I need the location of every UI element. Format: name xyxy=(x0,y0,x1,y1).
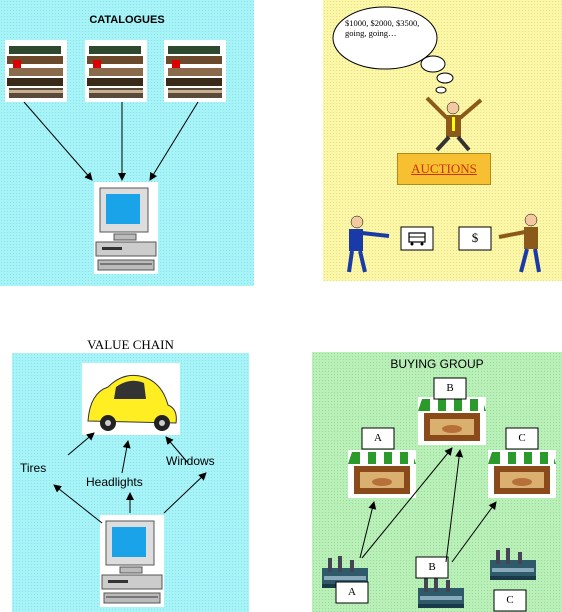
auctions-button-label: AUCTIONS xyxy=(411,161,477,176)
store-icon xyxy=(488,450,556,498)
auctions-panel: $1000, $2000, $3500, going, going… AUCTI… xyxy=(323,0,562,281)
book-stack-2-icon xyxy=(85,40,147,102)
seller-icon xyxy=(498,213,541,273)
arrow xyxy=(67,432,95,456)
label-headlights: Headlights xyxy=(86,475,143,489)
dollar-symbol: $ xyxy=(471,230,479,245)
auctions-button[interactable]: AUCTIONS xyxy=(397,153,491,185)
arrow xyxy=(53,484,103,524)
catalogues-panel: CATALOGUES xyxy=(0,0,254,286)
value-chain-diagram xyxy=(53,363,207,608)
buyer-icon xyxy=(347,215,390,273)
dollar-box xyxy=(458,226,492,251)
store-icon xyxy=(348,450,416,498)
label-b-bottom: B xyxy=(428,561,436,573)
box-a-top xyxy=(361,427,395,450)
label-b-top: B xyxy=(446,382,454,394)
label-a-top: A xyxy=(374,432,382,444)
value-chain-title: VALUE CHAIN xyxy=(87,337,174,352)
arrow xyxy=(23,101,93,181)
label-c-top: C xyxy=(518,432,526,444)
box-b-top xyxy=(433,377,467,400)
buying-group-diagram xyxy=(322,377,556,612)
arrow xyxy=(149,101,199,181)
label-windows: Windows xyxy=(166,454,215,468)
buying-group-panel: BUYING GROUP xyxy=(312,352,562,612)
box-b-bottom xyxy=(415,556,449,579)
factory-icon xyxy=(490,548,536,580)
thought-bubble xyxy=(332,6,454,94)
arrow xyxy=(121,440,131,474)
label-c-bottom: C xyxy=(506,594,514,606)
label-tires: Tires xyxy=(20,461,47,475)
bus-box xyxy=(400,226,434,251)
arrow xyxy=(165,436,189,464)
arrow xyxy=(163,472,207,514)
auctioneer-icon xyxy=(425,96,483,152)
book-stack-3-icon xyxy=(164,40,226,102)
bus-icon xyxy=(408,232,426,246)
catalogues-title: CATALOGUES xyxy=(89,14,165,26)
value-chain-panel: Tires Headlights Windows xyxy=(12,353,249,612)
box-c-bottom xyxy=(493,589,527,612)
factory-icon xyxy=(418,576,464,608)
car-icon xyxy=(82,363,180,435)
arrow xyxy=(361,447,453,559)
store-icon xyxy=(418,397,486,445)
computer-icon xyxy=(93,181,159,275)
auctions-diagram xyxy=(332,6,541,273)
arrow xyxy=(359,501,377,559)
book-stack-1-icon xyxy=(5,40,67,102)
box-a-bottom xyxy=(335,581,369,604)
arrow xyxy=(451,501,497,563)
buying-group-title: BUYING GROUP xyxy=(390,357,484,371)
box-c-top xyxy=(505,427,539,450)
catalogues-diagram xyxy=(5,40,226,275)
bubble-text: $1000, $2000, $3500, going, going… xyxy=(345,18,420,38)
arrow xyxy=(445,449,464,563)
label-a-bottom: A xyxy=(348,586,356,598)
computer-icon xyxy=(99,514,165,608)
